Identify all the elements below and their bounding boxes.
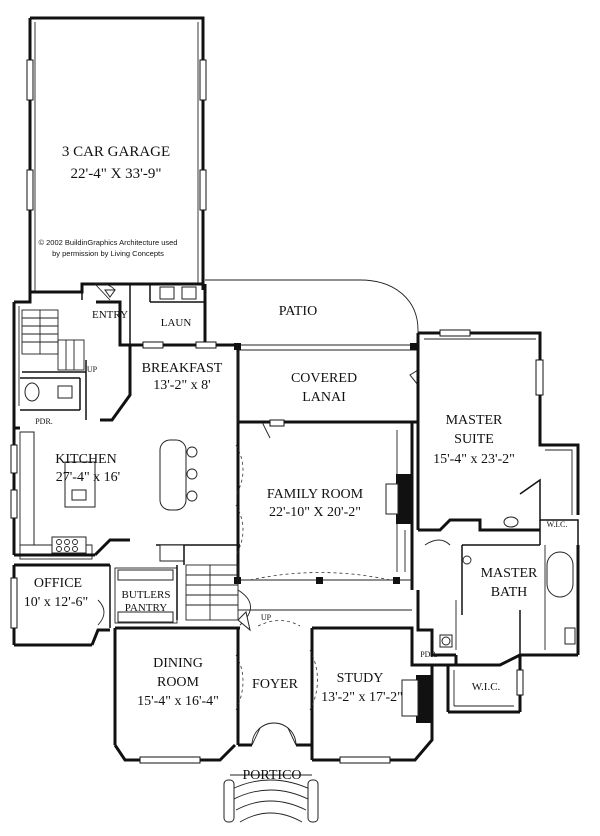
pdr-wic-right-walls	[416, 590, 524, 714]
master-suite-walls	[416, 329, 580, 546]
family-room-name: FAMILY ROOM	[267, 487, 364, 502]
pdr-left-label: PDR.	[35, 417, 53, 426]
garage-name: 3 CAR GARAGE	[62, 144, 170, 160]
portico-label: PORTICO	[242, 768, 301, 783]
lanai-line-2: LANAI	[302, 390, 346, 405]
service-wing-walls	[12, 282, 207, 430]
foyer-label: FOYER	[252, 677, 299, 692]
entry-label: ENTRY	[92, 309, 128, 321]
kitchen-walls	[10, 341, 240, 565]
main-stair-up-label: UP	[261, 613, 272, 622]
garage-walls	[26, 16, 207, 292]
master-suite-line-2: SUITE	[454, 432, 494, 447]
master-bath-walls	[455, 544, 580, 657]
breakfast-dims: 13'-2" x 8'	[153, 378, 210, 393]
patio-label: PATIO	[279, 304, 317, 319]
credit-line-2: by permission by Living Concepts	[52, 249, 164, 258]
office-walls	[10, 563, 251, 647]
dining-dims: 15'-4" x 16'-4"	[137, 694, 219, 709]
master-bath-line-1: MASTER	[481, 566, 538, 581]
room-labels: 3 CAR GARAGE 22'-4" X 33'-9" © 2002 Buil…	[24, 144, 568, 783]
office-name: OFFICE	[34, 576, 82, 591]
credit-line-1: © 2002 BuildinGraphics Architecture used	[39, 238, 178, 247]
master-bath-line-2: BATH	[491, 585, 528, 600]
study-dims: 13'-2" x 17'-2"	[321, 690, 403, 705]
pdr-right-label: PDR.	[420, 650, 438, 659]
lanai-line-1: COVERED	[291, 371, 357, 386]
kitchen-name: KITCHEN	[55, 452, 116, 467]
laun-label: LAUN	[161, 317, 192, 329]
study-walls	[309, 626, 434, 764]
breakfast-name: BREAKFAST	[142, 361, 223, 376]
back-stair-up-label: UP	[87, 365, 98, 374]
wic-lower-label: W.I.C.	[472, 681, 501, 693]
dining-line-1: DINING	[153, 656, 203, 671]
kitchen-dims: 27'-4" x 16'	[56, 470, 120, 485]
family-room-dims: 22'-10" X 20'-2"	[269, 505, 361, 520]
master-suite-line-1: MASTER	[446, 413, 503, 428]
butlers-pantry-line-2: PANTRY	[125, 602, 167, 614]
foyer-walls	[238, 609, 412, 747]
wic-upper-label: W.I.C.	[547, 520, 568, 529]
family-room-walls	[234, 422, 414, 590]
garage-dims: 22'-4" X 33'-9"	[71, 166, 162, 182]
lanai-walls	[234, 343, 419, 439]
master-suite-dims: 15'-4" x 23'-2"	[433, 452, 515, 467]
dining-room-walls	[113, 626, 244, 764]
portico-outline	[223, 774, 319, 823]
dining-line-2: ROOM	[157, 675, 200, 690]
office-dims: 10' x 12'-6"	[24, 595, 88, 610]
study-name: STUDY	[337, 671, 384, 686]
butlers-pantry-line-1: BUTLERS	[122, 589, 171, 601]
